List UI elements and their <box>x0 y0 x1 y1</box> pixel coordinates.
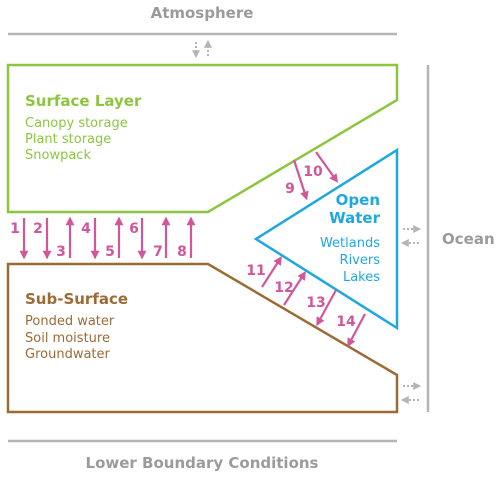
open-water-triangle <box>253 147 399 331</box>
surface-openwater-flux-arrows <box>292 151 339 201</box>
flux-label-12: 12 <box>274 280 293 296</box>
ocean-label: Ocean <box>442 230 495 248</box>
flux-label-6: 6 <box>129 221 139 237</box>
surface-layer-title: Surface Layer <box>25 92 142 110</box>
flux-label-1: 1 <box>10 221 20 237</box>
flux-label-9: 9 <box>285 181 295 197</box>
surface-layer-item: Plant storage <box>25 132 111 147</box>
flux-label-13: 13 <box>306 295 325 311</box>
sub-surface-item: Ponded water <box>25 314 115 329</box>
open-water-item: Wetlands <box>320 236 380 251</box>
open-water-item: Rivers <box>340 253 381 268</box>
open-water-title: Water <box>329 209 380 227</box>
flux-arrow-10 <box>315 151 339 183</box>
flux-label-4: 4 <box>81 221 91 237</box>
flux-label-14: 14 <box>336 314 356 330</box>
flux-label-7: 7 <box>153 244 163 260</box>
flux-label-3: 3 <box>56 244 66 260</box>
flux-label-10: 10 <box>303 164 323 180</box>
flux-label-5: 5 <box>105 244 115 260</box>
surface-layer-box <box>6 63 399 214</box>
flux-arrow-9 <box>292 159 309 201</box>
atmosphere-exchange-arrows <box>192 39 212 59</box>
flux-arrow-13 <box>316 289 337 327</box>
ocean-exchange-arrows <box>400 225 422 404</box>
sub-surface-item: Soil moisture <box>25 331 110 346</box>
surface-layer-item: Snowpack <box>25 148 91 163</box>
open-water-item: Lakes <box>343 270 380 285</box>
vertical-flux-arrows <box>19 216 196 260</box>
lower-boundary-label: Lower Boundary Conditions <box>86 454 319 472</box>
flux-arrow-12 <box>283 271 306 306</box>
sub-surface-box <box>6 262 399 414</box>
flux-label-2: 2 <box>33 221 43 237</box>
surface-layer-item: Canopy storage <box>25 116 128 131</box>
sub-surface-item: Groundwater <box>25 347 111 362</box>
flux-label-8: 8 <box>177 244 187 260</box>
flux-arrow-11 <box>261 256 282 288</box>
subsurface-openwater-flux-arrows <box>261 256 366 348</box>
atmosphere-label: Atmosphere <box>151 4 254 22</box>
sub-surface-title: Sub-Surface <box>25 290 128 308</box>
flux-arrow-14 <box>347 313 366 348</box>
flux-label-11: 11 <box>246 263 265 279</box>
open-water-title: Open <box>336 191 380 209</box>
